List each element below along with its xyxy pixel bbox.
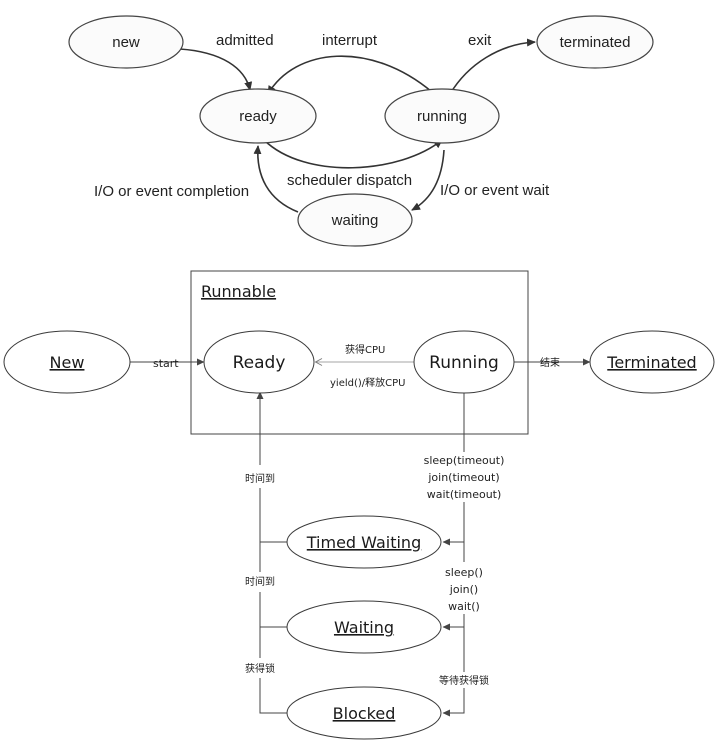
label-interrupt: interrupt	[322, 32, 378, 49]
thread-state-diagram: Runnable New Ready Running Terminated Ti…	[3, 270, 715, 740]
state-running	[384, 88, 500, 144]
runnable-group-title: Runnable	[201, 282, 276, 301]
label-io-wait: I/O or event wait	[440, 182, 550, 199]
state-running-thread	[413, 330, 515, 394]
state-terminated-thread	[589, 330, 715, 394]
state-terminated-thread-label: Terminated	[606, 353, 696, 372]
edge-exit	[449, 38, 536, 95]
state-waiting-label: waiting	[331, 212, 379, 229]
state-running-thread-label: Running	[429, 353, 499, 373]
label-wait-lock: 等待获得锁	[439, 674, 489, 687]
state-blocked	[286, 686, 442, 740]
edge-to-timed-waiting	[442, 502, 465, 546]
label-get-lock: 获得锁	[245, 662, 275, 675]
state-new-label: new	[112, 34, 140, 51]
state-blocked-label: Blocked	[333, 704, 396, 723]
edge-admitted	[179, 48, 253, 91]
edge-io-completion	[253, 145, 299, 213]
label-wait: wait()	[448, 600, 480, 613]
state-running-label: running	[417, 108, 467, 125]
process-state-diagram: new ready running waiting terminated adm…	[68, 15, 654, 247]
label-time-up-1: 时间到	[245, 472, 275, 485]
state-timed-waiting-label: Timed Waiting	[306, 533, 421, 552]
label-end: 结束	[540, 356, 560, 369]
edge-to-waiting	[442, 614, 465, 631]
state-waiting-thread-label: Waiting	[334, 618, 394, 637]
label-time-up-2: 时间到	[245, 575, 275, 588]
state-waiting-thread	[286, 600, 442, 654]
runnable-group-box	[190, 270, 529, 435]
label-admitted: admitted	[216, 32, 274, 49]
label-io-completion: I/O or event completion	[94, 183, 249, 200]
label-exit: exit	[468, 32, 492, 49]
state-terminated-label: terminated	[560, 34, 631, 51]
edge-timed-waiting-up	[259, 488, 287, 543]
label-get-cpu: 获得CPU	[345, 344, 385, 356]
label-sleep: sleep()	[445, 566, 483, 579]
state-timed-waiting	[286, 515, 442, 569]
label-join: join()	[449, 583, 478, 596]
edge-io-wait	[411, 149, 445, 211]
state-new-thread-label: New	[50, 353, 85, 372]
label-sleep-timeout: sleep(timeout)	[424, 454, 505, 467]
state-ready-label: ready	[239, 108, 277, 125]
label-start: start	[153, 357, 179, 370]
state-ready	[199, 88, 317, 144]
state-terminated	[536, 15, 654, 69]
state-new-thread	[3, 330, 131, 394]
label-join-timeout: join(timeout)	[427, 471, 499, 484]
state-new	[68, 15, 184, 69]
state-waiting	[297, 193, 413, 247]
edge-to-blocked	[442, 688, 465, 717]
edge-waiting-up	[259, 592, 287, 628]
edge-blocked-up	[259, 678, 287, 714]
edge-scheduler-dispatch	[263, 139, 443, 169]
state-ready-thread	[203, 330, 315, 394]
state-ready-thread-label: Ready	[233, 353, 286, 373]
label-wait-timeout: wait(timeout)	[427, 488, 502, 501]
label-scheduler-dispatch: scheduler dispatch	[287, 172, 412, 189]
label-yield: yield()/释放CPU	[330, 376, 405, 389]
edge-interrupt	[267, 55, 433, 95]
